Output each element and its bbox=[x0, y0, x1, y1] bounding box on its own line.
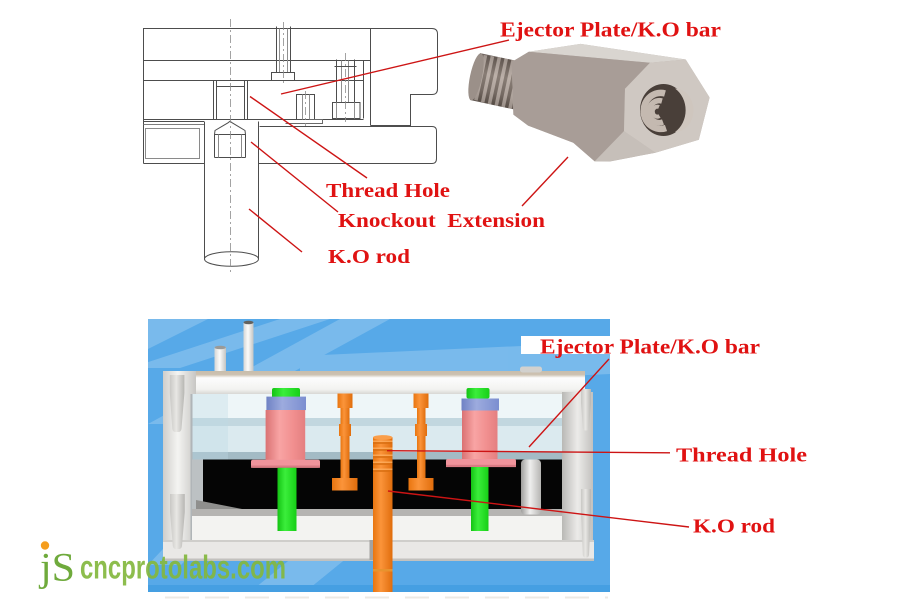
svg-text:Ejector Plate/K.O bar: Ejector Plate/K.O bar bbox=[500, 18, 721, 42]
svg-text:Knockout Extension: Knockout Extension bbox=[338, 210, 545, 232]
svg-text:Thread Hole: Thread Hole bbox=[676, 445, 807, 467]
svg-text:K.O rod: K.O rod bbox=[693, 516, 775, 538]
svg-text:jS: jS bbox=[38, 545, 75, 590]
svg-text:K.O rod: K.O rod bbox=[328, 246, 410, 268]
svg-text:Ejector Plate/K.O bar: Ejector Plate/K.O bar bbox=[540, 335, 760, 359]
svg-text:cncprotolabs.com: cncprotolabs.com bbox=[80, 549, 286, 586]
svg-text:Thread Hole: Thread Hole bbox=[326, 180, 450, 202]
